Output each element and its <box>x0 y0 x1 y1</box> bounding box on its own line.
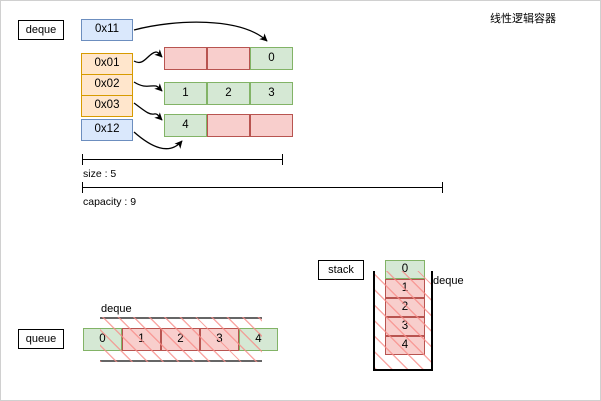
size-measure-label: size : 5 <box>83 168 117 180</box>
deque-cell-r0c2[interactable]: 0 <box>250 47 293 70</box>
queue-cell-3[interactable]: 3 <box>200 328 239 351</box>
queue-cell-4[interactable]: 4 <box>239 328 278 351</box>
deque-label: deque <box>18 20 64 40</box>
queue-cell-1[interactable]: 1 <box>122 328 161 351</box>
deque-cell-r1c0[interactable]: 1 <box>164 82 207 105</box>
stack-cell-1[interactable]: 1 <box>385 279 425 298</box>
deque-cell-r1c1[interactable]: 2 <box>207 82 250 105</box>
capacity-measure-tick-right <box>442 182 443 193</box>
stack-container-bottom-wall <box>373 369 433 371</box>
stack-cell-4[interactable]: 4 <box>385 336 425 355</box>
pointer-0x11[interactable]: 0x11 <box>81 19 133 41</box>
arrow-0x03-to-row2 <box>133 102 163 121</box>
capacity-measure-tick-left <box>82 182 83 193</box>
queue-cell-2[interactable]: 2 <box>161 328 200 351</box>
pointer-0x02[interactable]: 0x02 <box>81 74 133 96</box>
capacity-measure-label: capacity : 9 <box>83 196 137 208</box>
pointer-0x03[interactable]: 0x03 <box>81 95 133 117</box>
capacity-measure-rule <box>82 187 443 188</box>
stack-cell-3[interactable]: 3 <box>385 317 425 336</box>
stack-container-left-wall <box>373 271 375 370</box>
stack-cell-0[interactable]: 0 <box>385 260 425 279</box>
deque-cell-r2c1[interactable] <box>207 114 250 137</box>
size-measure-tick-left <box>82 154 83 165</box>
pointer-0x01[interactable]: 0x01 <box>81 53 133 75</box>
deque-cell-r1c2[interactable]: 3 <box>250 82 293 105</box>
arrow-0x02-to-row1 <box>133 81 163 92</box>
stack-span-label: deque <box>433 275 464 287</box>
pointer-0x12[interactable]: 0x12 <box>81 119 133 141</box>
queue-cell-0[interactable]: 0 <box>83 328 122 351</box>
deque-cell-r2c0[interactable]: 4 <box>164 114 207 137</box>
stack-cell-2[interactable]: 2 <box>385 298 425 317</box>
queue-span-label: deque <box>101 303 132 315</box>
deque-cell-r2c2[interactable] <box>250 114 293 137</box>
page-title: 线性逻辑容器 <box>490 13 556 25</box>
size-measure-tick-right <box>282 154 283 165</box>
queue-span-top-line <box>100 317 262 319</box>
deque-cell-r0c1[interactable] <box>207 47 250 70</box>
queue-label: queue <box>18 329 64 349</box>
queue-span-bottom-line <box>100 360 262 362</box>
arrow-0x01-to-row0 <box>133 49 163 64</box>
stack-label: stack <box>318 260 364 280</box>
stack-container-right-wall <box>431 271 433 370</box>
size-measure-rule <box>82 159 283 160</box>
deque-cell-r0c0[interactable] <box>164 47 207 70</box>
arrow-0x11-to-row0 <box>133 21 268 42</box>
